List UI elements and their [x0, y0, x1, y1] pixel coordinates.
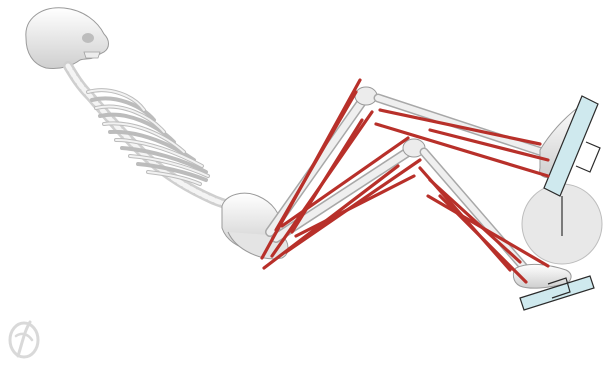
rib-cage — [88, 90, 208, 184]
skull — [26, 8, 109, 69]
crank-disc — [522, 184, 602, 264]
opensim-logo-icon — [6, 318, 44, 360]
spine — [68, 66, 238, 206]
